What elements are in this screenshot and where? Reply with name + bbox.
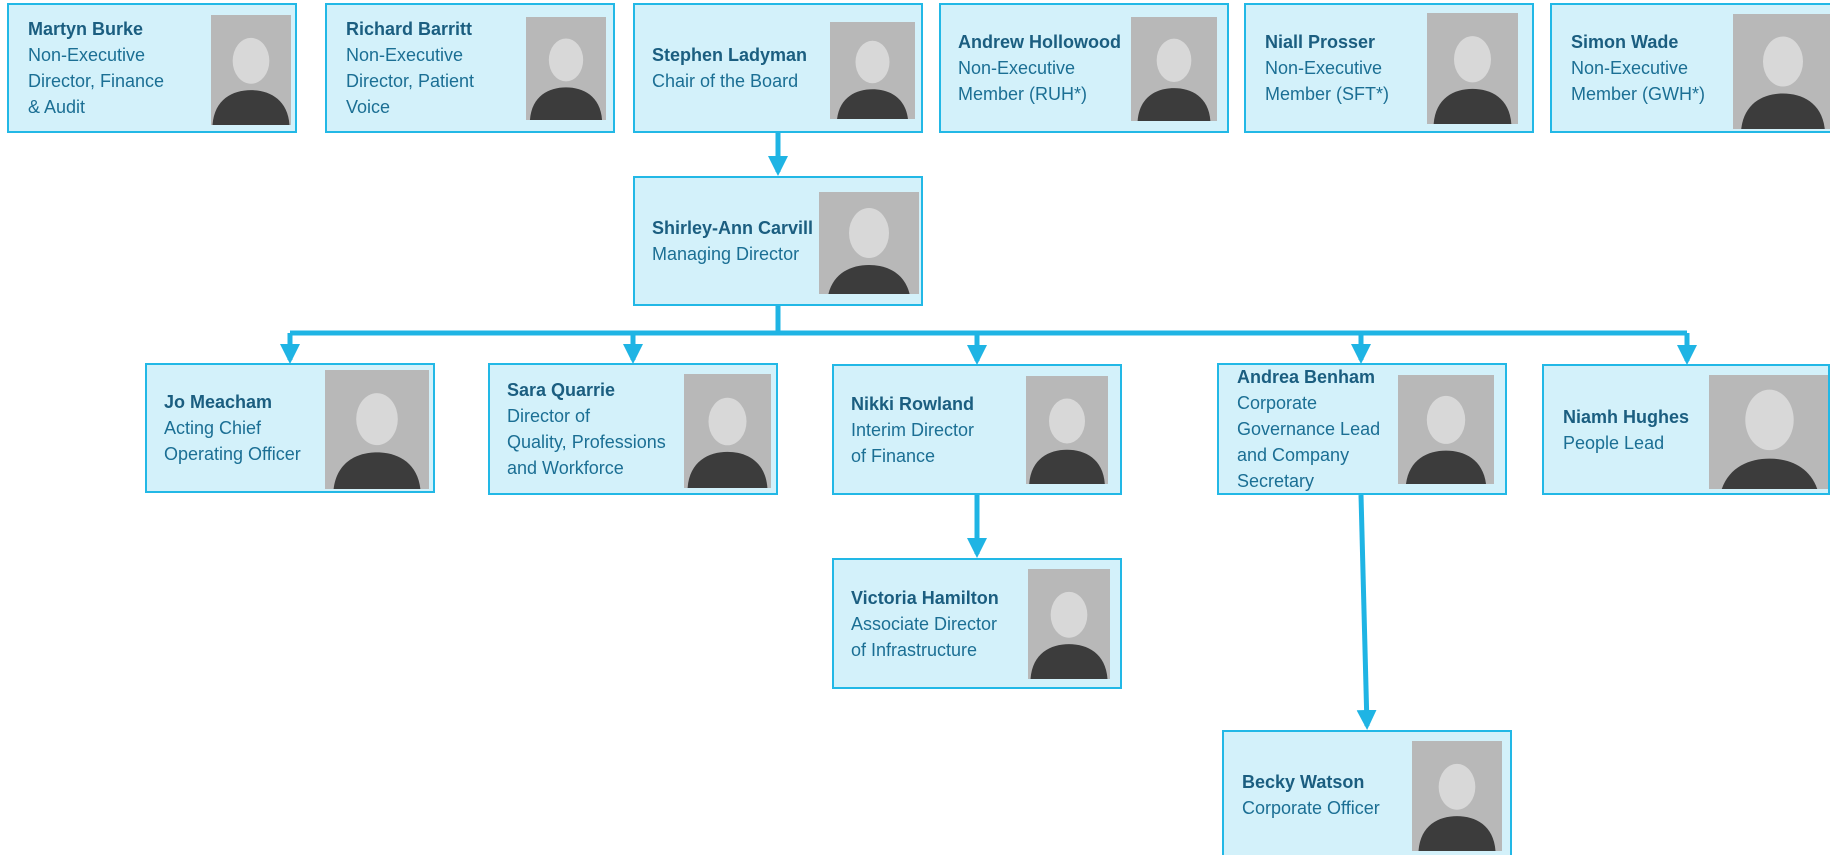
- card-sara-quarrie: Sara Quarrie Director of Quality, Profes…: [488, 363, 778, 495]
- person-role: Interim Director of Finance: [851, 419, 975, 466]
- person-photo-icon: [819, 192, 919, 294]
- person-name: Niamh Hughes: [1563, 406, 1690, 427]
- card-andrea-benham: Andrea Benham Corporate Governance Lead …: [1217, 363, 1507, 495]
- person-name: Niall Prosser: [1265, 32, 1376, 52]
- person-photo-icon: [684, 374, 771, 488]
- card-niamh-hughes: Niamh Hughes People Lead: [1542, 364, 1830, 495]
- person-role: Associate Director of Infrastructure: [851, 613, 998, 660]
- card-becky-watson: Becky Watson Corporate Officer: [1222, 730, 1512, 855]
- person-name: Jo Meacham: [164, 392, 273, 412]
- person-role: Non-Executive Member (GWH*): [1571, 58, 1705, 104]
- person-role: Managing Director: [652, 244, 800, 264]
- person-photo-icon: [830, 22, 915, 119]
- person-name: Andrew Hollowood: [958, 32, 1121, 52]
- person-name: Becky Watson: [1242, 772, 1365, 792]
- person-role: Chair of the Board: [652, 71, 799, 91]
- person-role: Corporate Governance Lead and Company Se…: [1237, 393, 1381, 491]
- person-photo-icon: [1709, 375, 1828, 489]
- card-richard-barritt: Richard Barritt Non-Executive Director, …: [325, 3, 615, 133]
- card-simon-wade: Simon Wade Non-Executive Member (GWH*): [1550, 3, 1830, 133]
- person-role: Director of Quality, Professions and Wor…: [507, 406, 666, 478]
- card-jo-meacham: Jo Meacham Acting Chief Operating Office…: [145, 363, 435, 493]
- person-name: Shirley-Ann Carvill: [652, 218, 814, 238]
- person-photo-icon: [1131, 17, 1217, 121]
- card-martyn-burke: Martyn Burke Non-Executive Director, Fin…: [7, 3, 297, 133]
- person-role: Non-Executive Member (SFT*): [1265, 58, 1390, 104]
- person-photo-icon: [1412, 741, 1502, 851]
- person-name: Simon Wade: [1571, 32, 1679, 52]
- person-photo-icon: [526, 17, 606, 120]
- person-name: Nikki Rowland: [851, 393, 975, 414]
- person-photo-icon: [325, 370, 429, 489]
- person-role: Corporate Officer: [1242, 798, 1380, 818]
- card-niall-prosser: Niall Prosser Non-Executive Member (SFT*…: [1244, 3, 1534, 133]
- person-photo-icon: [211, 15, 291, 125]
- person-name: Victoria Hamilton: [851, 587, 999, 608]
- card-victoria-hamilton: Victoria Hamilton Associate Director of …: [832, 558, 1122, 689]
- card-shirley-ann-carvill: Shirley-Ann Carvill Managing Director: [633, 176, 923, 306]
- person-name: Richard Barritt: [346, 19, 473, 39]
- card-nikki-rowland: Nikki Rowland Interim Director of Financ…: [832, 364, 1122, 495]
- person-role: Non-Executive Director, Patient Voice: [346, 45, 475, 117]
- person-role: Non-Executive Director, Finance & Audit: [28, 45, 165, 117]
- person-name: Sara Quarrie: [507, 380, 616, 400]
- person-name: Stephen Ladyman: [652, 45, 808, 65]
- person-photo-icon: [1733, 14, 1830, 129]
- connector-to-becky-watson: [1356, 494, 1377, 730]
- person-photo-icon: [1398, 375, 1494, 484]
- person-photo-icon: [1026, 376, 1108, 484]
- card-andrew-hollowood: Andrew Hollowood Non-Executive Member (R…: [939, 3, 1229, 133]
- person-photo-icon: [1028, 569, 1110, 679]
- person-role: Non-Executive Member (RUH*): [958, 58, 1088, 104]
- card-stephen-ladyman: Stephen Ladyman Chair of the Board: [633, 3, 923, 133]
- person-photo-icon: [1427, 13, 1518, 124]
- person-name: Martyn Burke: [28, 19, 144, 39]
- person-name: Andrea Benham: [1237, 367, 1376, 387]
- person-role: Acting Chief Operating Officer: [164, 418, 301, 464]
- person-role: People Lead: [1563, 432, 1665, 453]
